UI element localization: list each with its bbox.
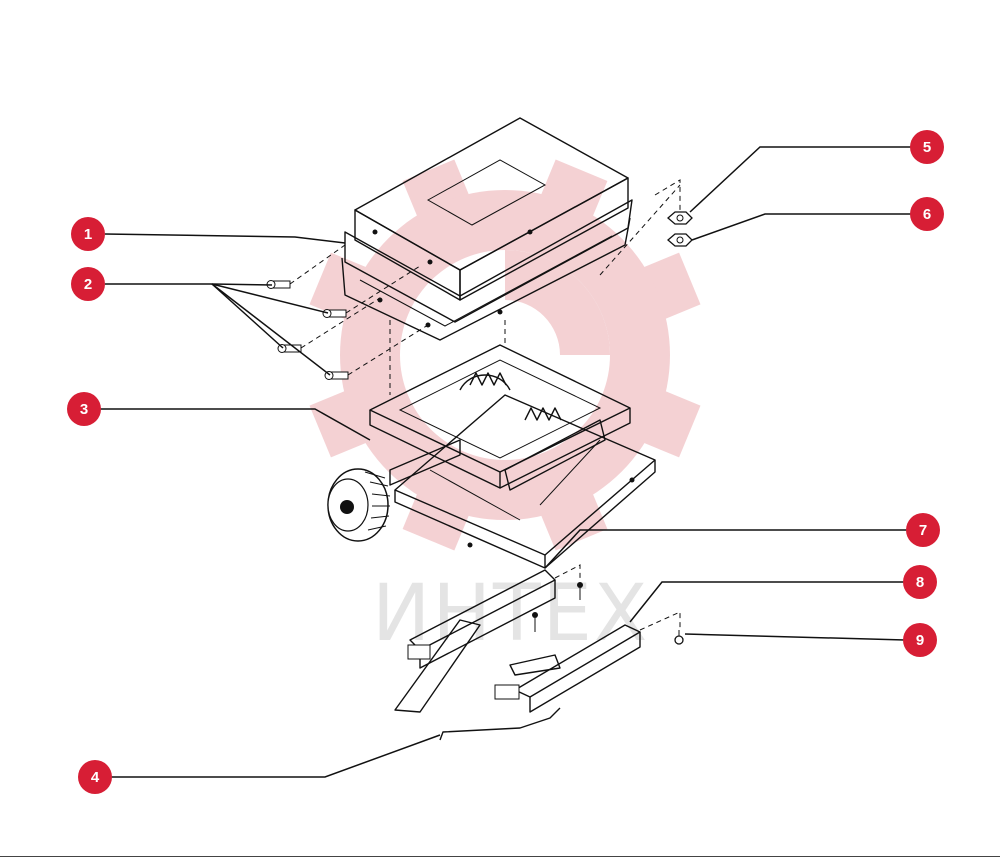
callout-9-label: 9: [916, 632, 924, 649]
part-screws: [266, 244, 429, 380]
callout-4: 4: [78, 760, 112, 794]
part-bolt: [674, 630, 684, 645]
part-nuts: [654, 179, 693, 247]
callout-6: 6: [910, 197, 944, 231]
callout-2: 2: [71, 267, 105, 301]
callout-5: 5: [910, 130, 944, 164]
callout-3: 3: [67, 392, 101, 426]
nut-5: [667, 211, 693, 225]
nut-6: [667, 233, 693, 247]
watermark-gear-icon: [309, 159, 701, 551]
callout-7: 7: [906, 513, 940, 547]
callout-5-label: 5: [923, 139, 931, 156]
bottom-divider: [0, 856, 1000, 857]
callout-6-label: 6: [923, 206, 931, 223]
screw: [324, 371, 349, 380]
part-seat-shell: [341, 117, 633, 341]
leader-lines: [100, 146, 912, 778]
callout-3-label: 3: [80, 401, 88, 418]
callout-9: 9: [903, 623, 937, 657]
part-suspension: [327, 344, 656, 569]
callout-1-label: 1: [84, 226, 92, 243]
part-slide-rail-right: [494, 611, 681, 713]
part-slide-rail-left: [394, 564, 583, 713]
part-release-rod: [439, 707, 561, 741]
callout-8: 8: [903, 565, 937, 599]
watermark-text: ИНТЕХ: [372, 569, 649, 659]
callout-7-label: 7: [919, 522, 927, 539]
screw: [322, 309, 347, 318]
callout-4-label: 4: [91, 769, 100, 786]
callout-8-label: 8: [916, 574, 924, 591]
callout-2-label: 2: [84, 276, 92, 293]
callout-1: 1: [71, 217, 105, 251]
